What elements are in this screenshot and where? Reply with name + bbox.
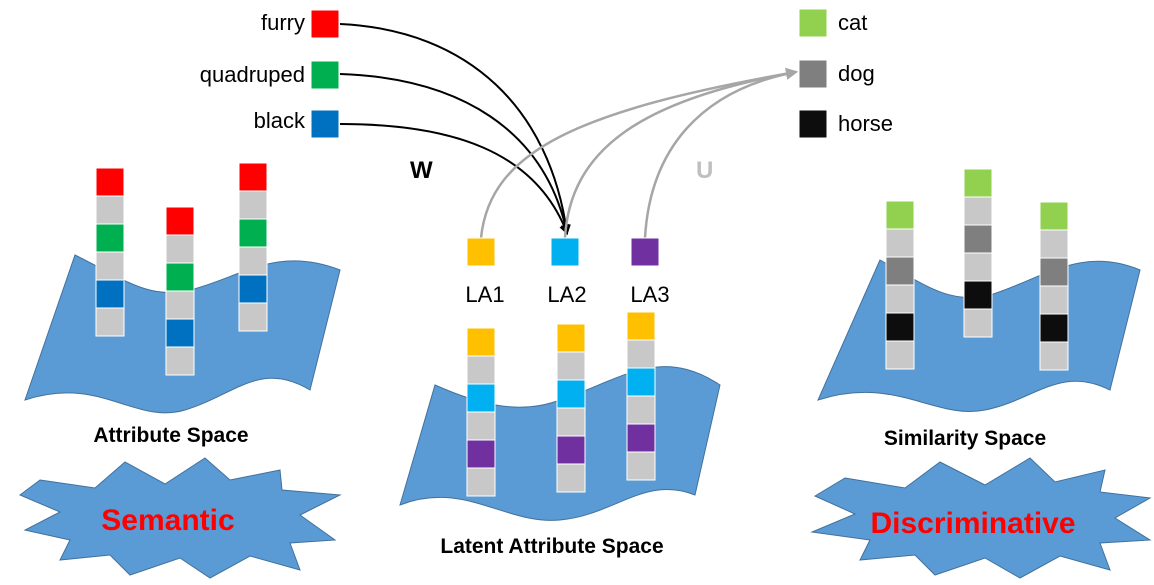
similarity-stack-1-cell-3 xyxy=(885,256,915,286)
attribute-stack-3-cell-6 xyxy=(238,302,268,332)
attribute-stack-3-cell-3 xyxy=(238,218,268,248)
similarity-stack-1-cell-6 xyxy=(885,340,915,370)
similarity-stack-2-cell-3 xyxy=(963,224,993,254)
similarity-stack-3-cell-6 xyxy=(1039,341,1069,371)
attribute-stack-1-cell-2 xyxy=(95,195,125,225)
latent-stack-3-cell-2 xyxy=(626,339,656,369)
attribute-space-caption: Attribute Space xyxy=(93,424,248,447)
attr-label-quadruped: quadruped xyxy=(200,62,305,87)
u-arrow-la3 xyxy=(643,67,798,239)
w-arrow-black xyxy=(339,123,569,235)
attribute-stack-2-cell-2 xyxy=(165,234,195,264)
latent-swatch-la3 xyxy=(630,237,660,267)
latent-stack-3-cell-5 xyxy=(626,423,656,453)
latent-stack-1-cell-1 xyxy=(466,327,496,357)
similarity-stack-1-cell-4 xyxy=(885,284,915,314)
similarity-stack-2-cell-5 xyxy=(963,280,993,310)
similarity-stack-1-cell-1 xyxy=(885,200,915,230)
attribute-stack-2-cell-4 xyxy=(165,290,195,320)
latent-label-la3: LA3 xyxy=(630,282,669,307)
attribute-stack-2-cell-3 xyxy=(165,262,195,292)
w-label: W xyxy=(410,157,433,184)
class-label-horse: horse xyxy=(838,111,893,136)
similarity-stack-1-cell-5 xyxy=(885,312,915,342)
attribute-stack-3-cell-2 xyxy=(238,190,268,220)
semantic-label: Semantic xyxy=(101,504,234,537)
similarity-stack-1-cell-2 xyxy=(885,228,915,258)
latent-stack-1-cell-5 xyxy=(466,439,496,469)
attribute-stack-1-cell-4 xyxy=(95,251,125,281)
similarity-stack-3-cell-2 xyxy=(1039,229,1069,259)
latent-label-la1: LA1 xyxy=(465,282,504,307)
attr-swatch-black xyxy=(310,109,340,139)
w-arrow-quadruped xyxy=(339,73,571,235)
attribute-stack-3-cell-5 xyxy=(238,274,268,304)
similarity-stack-3-cell-4 xyxy=(1039,285,1069,315)
similarity-stack-2-cell-1 xyxy=(963,168,993,198)
latent-stack-2-cell-2 xyxy=(556,351,586,381)
attr-swatch-quadruped xyxy=(310,60,340,90)
vector-stacks xyxy=(95,162,1069,497)
latent-stack-3-cell-3 xyxy=(626,367,656,397)
class-swatch-cat xyxy=(798,8,828,38)
similarity-stack-2-cell-4 xyxy=(963,252,993,282)
attribute-stack-2-cell-5 xyxy=(165,318,195,348)
latent-swatch-la2 xyxy=(550,237,580,267)
latent-stack-3-cell-4 xyxy=(626,395,656,425)
latent-stack-3-cell-1 xyxy=(626,311,656,341)
latent-stack-3-cell-6 xyxy=(626,451,656,481)
u-label: U xyxy=(696,157,713,184)
class-label-cat: cat xyxy=(838,10,867,35)
similarity-stack-3-cell-1 xyxy=(1039,201,1069,231)
attribute-stack-2-cell-1 xyxy=(165,206,195,236)
class-swatch-dog xyxy=(798,59,828,89)
latent-stack-2-cell-1 xyxy=(556,323,586,353)
similarity-stack-3-cell-5 xyxy=(1039,313,1069,343)
latent-stack-1-cell-2 xyxy=(466,355,496,385)
latent-space-caption: Latent Attribute Space xyxy=(440,535,663,558)
latent-label-la2: LA2 xyxy=(547,282,586,307)
attr-swatch-furry xyxy=(310,9,340,39)
attribute-stack-2-cell-6 xyxy=(165,346,195,376)
u-arrow-la2 xyxy=(563,67,798,239)
attribute-stack-1-cell-6 xyxy=(95,307,125,337)
attribute-stack-3-cell-4 xyxy=(238,246,268,276)
similarity-space-caption: Similarity Space xyxy=(884,427,1046,450)
u-arrow-la1 xyxy=(479,67,798,239)
similarity-stack-2-cell-6 xyxy=(963,308,993,338)
w-arrow-furry xyxy=(339,23,571,235)
attr-label-furry: furry xyxy=(261,10,305,35)
latent-swatch-la1 xyxy=(466,237,496,267)
attribute-stack-1-cell-1 xyxy=(95,167,125,197)
similarity-stack-3-cell-3 xyxy=(1039,257,1069,287)
attribute-stack-1-cell-3 xyxy=(95,223,125,253)
attr-label-black: black xyxy=(254,108,306,133)
attribute-stack-3-cell-1 xyxy=(238,162,268,192)
latent-stack-2-cell-5 xyxy=(556,435,586,465)
latent-stack-1-cell-6 xyxy=(466,467,496,497)
similarity-stack-2-cell-2 xyxy=(963,196,993,226)
latent-stack-1-cell-3 xyxy=(466,383,496,413)
attribute-stack-1-cell-5 xyxy=(95,279,125,309)
class-label-dog: dog xyxy=(838,61,875,86)
discriminative-label: Discriminative xyxy=(870,507,1075,540)
latent-stack-1-cell-4 xyxy=(466,411,496,441)
discriminative-starburst xyxy=(810,457,1152,579)
semantic-starburst xyxy=(19,457,342,579)
latent-stack-2-cell-6 xyxy=(556,463,586,493)
latent-stack-2-cell-4 xyxy=(556,407,586,437)
class-swatch-horse xyxy=(798,109,828,139)
latent-stack-2-cell-3 xyxy=(556,379,586,409)
